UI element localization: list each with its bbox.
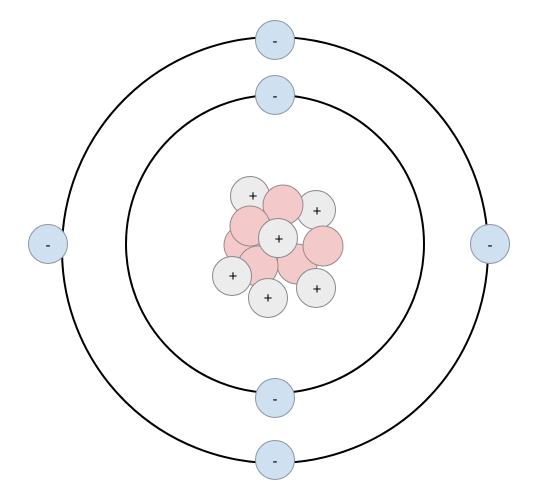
svg-text:+: + xyxy=(313,203,322,220)
proton: + xyxy=(212,256,252,296)
neutron xyxy=(302,225,344,267)
proton: + xyxy=(248,278,288,318)
svg-text:+: + xyxy=(313,281,322,298)
proton: + xyxy=(258,218,298,258)
electron-outer-top: - xyxy=(255,20,295,60)
electron-outer-bottom: - xyxy=(255,440,295,480)
svg-text:+: + xyxy=(275,231,284,248)
svg-text:+: + xyxy=(249,188,258,205)
svg-text:+: + xyxy=(229,268,238,285)
svg-text:-: - xyxy=(273,391,278,408)
electron-outer-right: - xyxy=(470,224,510,264)
svg-text:-: - xyxy=(488,237,493,254)
svg-text:-: - xyxy=(273,33,278,50)
electrons: - - - - - - xyxy=(28,20,510,480)
svg-text:-: - xyxy=(273,453,278,470)
svg-text:+: + xyxy=(264,290,273,307)
svg-text:-: - xyxy=(46,237,51,254)
proton: + xyxy=(296,268,336,308)
electron-inner-top: - xyxy=(255,75,295,115)
electron-outer-left: - xyxy=(28,224,68,264)
nucleus: + + + + + + xyxy=(212,176,344,318)
electron-inner-bottom: - xyxy=(255,378,295,418)
svg-text:-: - xyxy=(273,88,278,105)
